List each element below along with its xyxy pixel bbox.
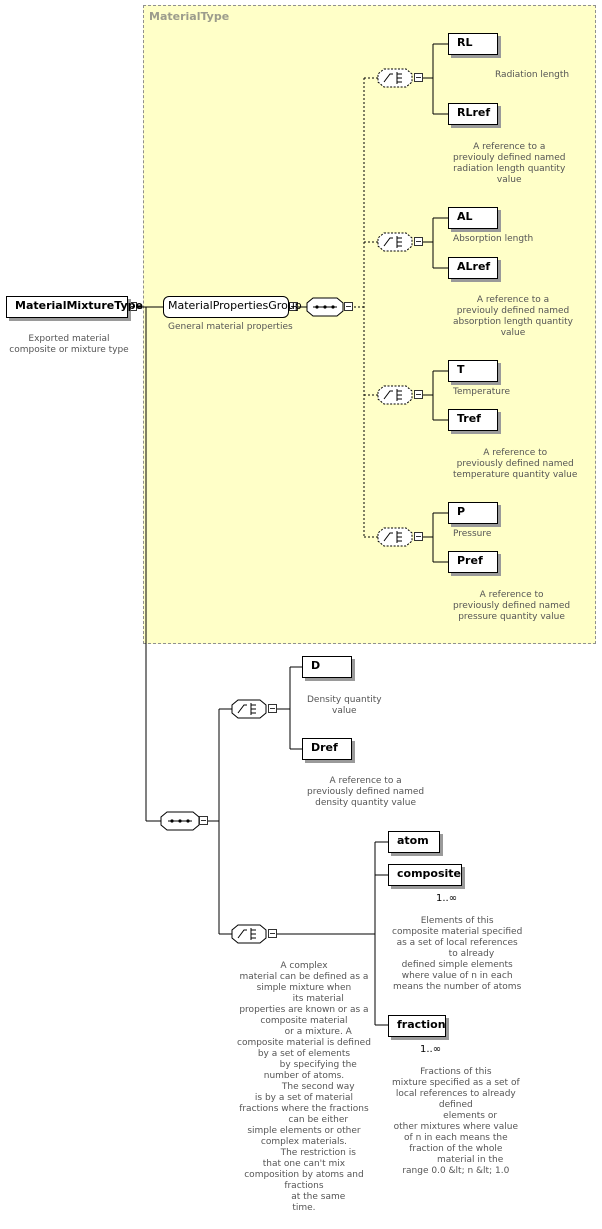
property-ref-element[interactable]: ALref: [448, 257, 498, 279]
collapse-toggle[interactable]: [414, 237, 423, 246]
group-doc: General material properties: [168, 322, 293, 332]
property-doc: Pressure: [453, 529, 492, 539]
root-doc: Exported material composite or mixture t…: [9, 334, 129, 355]
composite-doc: Elements of this composite material spec…: [392, 916, 523, 992]
property-ref-element[interactable]: Tref: [448, 409, 498, 431]
fraction-doc: Fractions of this mixture specified as a…: [392, 1067, 520, 1176]
property-ref-doc: A reference to a previouly defined named…: [453, 295, 574, 338]
density-ref-doc: A reference to a previously defined name…: [307, 776, 425, 808]
fraction-element[interactable]: fraction: [388, 1015, 450, 1041]
property-doc: Radiation length: [495, 70, 570, 80]
property-ref-doc: A reference to a previouly defined named…: [453, 142, 566, 185]
collapse-toggle[interactable]: [344, 302, 353, 311]
density-element[interactable]: D: [302, 656, 352, 678]
collapse-toggle[interactable]: [414, 73, 423, 82]
composite-element[interactable]: composite: [388, 864, 466, 890]
atom-element[interactable]: atom: [388, 831, 440, 853]
collapse-toggle[interactable]: [268, 704, 277, 713]
density-doc: Density quantity value: [307, 695, 382, 716]
composite-multiplicity: 1..∞: [436, 893, 458, 904]
collapse-toggle[interactable]: [414, 532, 423, 541]
choice-doc: A complex material can be defined as a s…: [237, 961, 371, 1213]
property-ref-element[interactable]: Pref: [448, 551, 498, 573]
collapse-toggle[interactable]: [268, 929, 277, 938]
property-element[interactable]: T: [448, 360, 498, 382]
property-element[interactable]: RL: [448, 33, 498, 55]
property-element[interactable]: AL: [448, 207, 498, 229]
root-element[interactable]: MaterialMixtureType: [6, 296, 143, 318]
fraction-multiplicity: 1..∞: [420, 1044, 442, 1055]
property-element[interactable]: P: [448, 502, 498, 524]
collapse-toggle[interactable]: [128, 302, 137, 311]
property-ref-doc: A reference to previously defined named …: [453, 590, 571, 622]
property-doc: Temperature: [453, 387, 511, 397]
group-element[interactable]: MaterialPropertiesGroup: [163, 296, 302, 318]
collapse-toggle[interactable]: [289, 302, 298, 311]
density-ref-element[interactable]: Dref: [302, 738, 352, 760]
region-title: MaterialType: [149, 10, 230, 23]
property-doc: Absorption length: [453, 234, 534, 244]
property-ref-element[interactable]: RLref: [448, 103, 498, 125]
collapse-toggle[interactable]: [199, 816, 208, 825]
collapse-toggle[interactable]: [414, 390, 423, 399]
property-ref-doc: A reference to previously defined named …: [453, 448, 578, 480]
